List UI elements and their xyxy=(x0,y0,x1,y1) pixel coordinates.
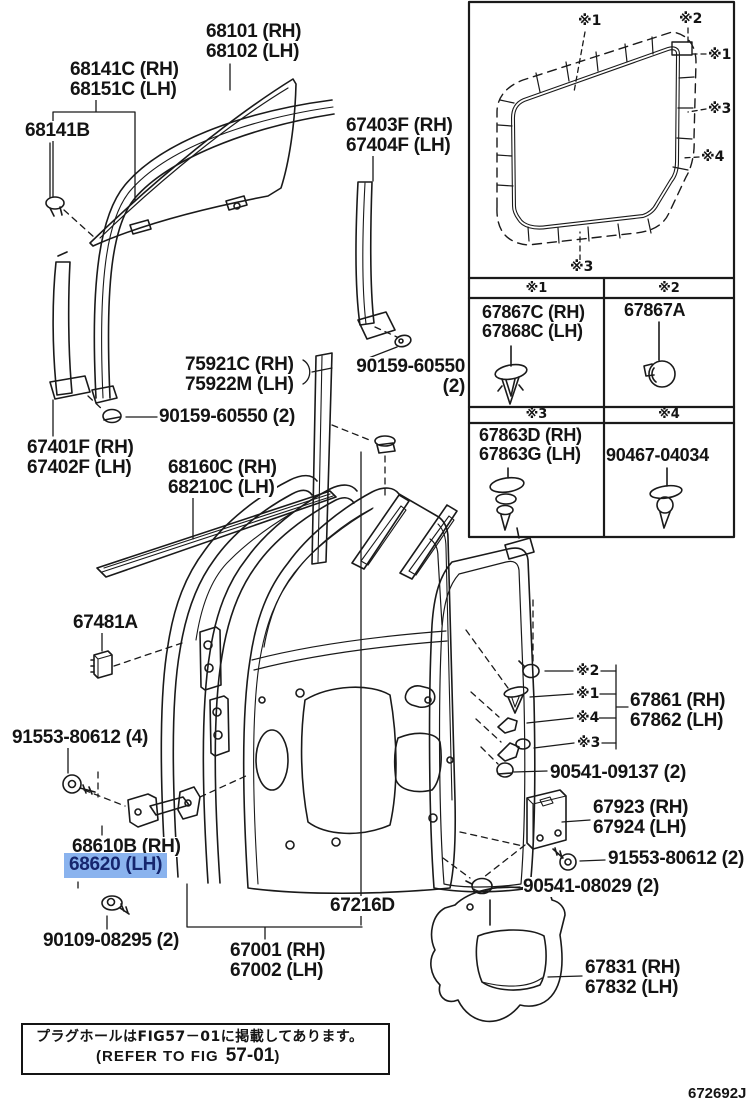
inset-part-label-4[interactable]: 90467-04034 xyxy=(606,445,709,465)
part-label-door-panel[interactable]: 67001 (RH) 67002 (LH) xyxy=(230,940,326,981)
note-english-prefix: (REFER TO FIG xyxy=(96,1048,219,1065)
grommet-clip-icon xyxy=(643,321,676,388)
part-label-screw-rear[interactable]: 90159-60550 (2) xyxy=(350,357,465,397)
cushion-pad-drawing xyxy=(90,650,113,679)
reference-note-box xyxy=(21,1023,390,1075)
part-label-screw-front[interactable]: 90159-60550 (2) xyxy=(159,406,295,427)
door-glass-drawing xyxy=(89,78,297,247)
part-label-check-bolt-lower[interactable]: 90109-08295 (2) xyxy=(43,930,179,951)
inset-marker-right-k4: ※4 xyxy=(701,149,725,165)
part-label-cushion-box[interactable]: 67923 (RH) 67924 (LH) xyxy=(593,797,689,838)
part-label-cover-screw[interactable]: 90541-08029 (2) xyxy=(523,876,659,897)
rear-channel-drawing xyxy=(355,181,412,348)
inset-table-header-4: ※4 xyxy=(658,407,680,422)
inset-part-label-3[interactable]: 67863D (RH) 67863G (LH) xyxy=(479,425,582,464)
inset-table-header-2: ※2 xyxy=(658,281,680,296)
inset-box-frame xyxy=(467,0,736,539)
marker-k2: ※2 xyxy=(576,663,600,679)
part-label-front-door-glass[interactable]: 68101 (RH) 68102 (LH) xyxy=(206,21,302,62)
inset-part-label-2[interactable]: 67867A xyxy=(624,300,686,320)
inset-table-header-1: ※1 xyxy=(525,281,548,296)
tree-clip-icon xyxy=(489,467,525,531)
inset-marker-top-k2: ※2 xyxy=(679,11,703,27)
part-label-belt-molding[interactable]: 68160C (RH) 68210C (LH) xyxy=(168,457,277,498)
inset-weatherstrip-drawing xyxy=(496,27,707,261)
note-figure-number: 57-01 xyxy=(225,1045,275,1066)
reference-note-japanese: プラグホールはFIG57－01に掲載してあります。 xyxy=(36,1029,364,1045)
part-label-front-channel[interactable]: 67401F (RH) 67402F (LH) xyxy=(27,437,134,478)
marker-k3: ※3 xyxy=(577,735,601,751)
inset-marker-right-k1: ※1 xyxy=(708,47,732,63)
division-bar-drawing xyxy=(311,352,333,565)
part-label-rear-channel[interactable]: 67403F (RH) 67404F (LH) xyxy=(346,115,453,156)
inset-marker-bottom-k3: ※3 xyxy=(570,259,594,275)
part-label-service-cover[interactable]: 67831 (RH) 67832 (LH) xyxy=(585,957,681,998)
part-label-weatherstrip[interactable]: 67861 (RH) 67862 (LH) xyxy=(630,690,726,731)
door-shell-drawing xyxy=(199,487,457,895)
note-english-suffix: ) xyxy=(274,1048,281,1065)
part-label-check-bolt-upper[interactable]: 91553-80612 (4) xyxy=(12,727,148,748)
part-label-cushion-pad[interactable]: 67481A xyxy=(73,612,138,633)
inset-marker-right-k3: ※3 xyxy=(708,101,732,117)
door-frame-front-drawing xyxy=(160,474,318,878)
service-hole-cover-drawing xyxy=(430,884,566,1023)
leader-lines xyxy=(49,63,629,978)
front-channel-drawing xyxy=(49,251,122,424)
belt-molding-drawing xyxy=(96,490,337,578)
part-label-glass-run-front[interactable]: 68141C (RH) 68151C (LH) xyxy=(70,59,179,100)
part-label-weatherstrip-screw[interactable]: 90541-09137 (2) xyxy=(550,762,686,783)
frame-clip-drawing xyxy=(374,435,396,454)
marker-k1: ※1 xyxy=(576,686,600,702)
door-frame-middle-drawing xyxy=(202,484,458,884)
push-clip-icon xyxy=(494,345,528,405)
part-label-division-bar[interactable]: 75921C (RH) 75922M (LH) xyxy=(185,354,294,395)
cushion-box-drawing xyxy=(526,789,567,850)
inset-marker-top-k1: ※1 xyxy=(578,13,602,29)
part-label-run-clip[interactable]: 68141B xyxy=(25,120,90,141)
marker-k4: ※4 xyxy=(576,710,600,726)
reference-note-english: (REFER TO FIG 57-01) xyxy=(96,1046,280,1067)
part-label-frame-sub[interactable]: 67216D xyxy=(330,895,395,916)
dashed-leader-lines xyxy=(63,209,534,894)
inset-part-label-1[interactable]: 67867C (RH) 67868C (LH) xyxy=(482,302,585,341)
weatherstrip-clips-drawing xyxy=(496,660,540,778)
door-check-drawing xyxy=(62,774,201,915)
inset-table-header-3: ※3 xyxy=(525,407,548,422)
drawing-code: 672692J xyxy=(688,1085,747,1102)
part-label-door-check-lh-highlighted[interactable]: 68620 (LH) xyxy=(64,853,168,878)
part-label-cushion-bolt[interactable]: 91553-80612 (2) xyxy=(608,848,744,869)
part-label-door-check-rh[interactable]: 68610B (RH) xyxy=(72,836,181,857)
pine-clip-icon xyxy=(649,467,683,529)
